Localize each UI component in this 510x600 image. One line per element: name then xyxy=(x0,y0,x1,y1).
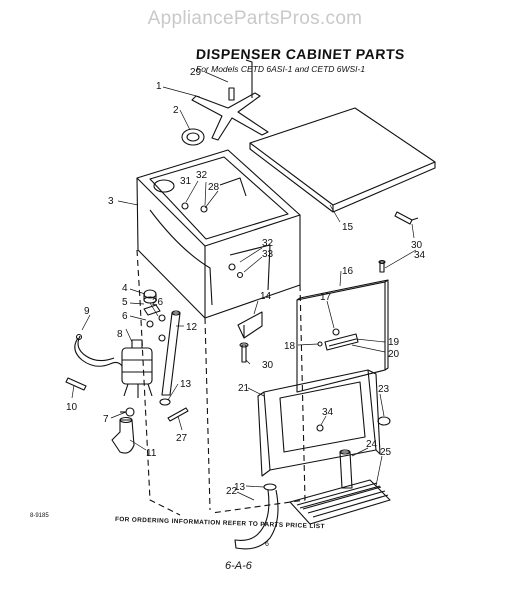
callout-3: 3 xyxy=(108,196,114,207)
callout-8: 8 xyxy=(117,329,123,340)
part-ring xyxy=(181,128,205,146)
callout-20: 20 xyxy=(388,349,400,360)
leader-lines xyxy=(71,71,417,501)
callout-9: 9 xyxy=(84,306,90,317)
callout-16: 16 xyxy=(342,266,354,277)
part-fittings-stack xyxy=(143,289,161,328)
part-screw-middle xyxy=(239,342,249,363)
part-o-ring-lower xyxy=(263,483,277,491)
callout-2: 2 xyxy=(173,105,179,116)
part-panel-hardware xyxy=(317,328,359,351)
callout-15: 15 xyxy=(342,222,354,233)
handwritten-page-ref: 6-A-6 xyxy=(225,560,252,572)
part-drain-spout xyxy=(339,449,353,489)
callout-33: 33 xyxy=(262,249,274,260)
callout-13b: 13 xyxy=(234,482,246,493)
callout-10: 10 xyxy=(66,402,78,413)
callout-12: 12 xyxy=(186,322,198,333)
callout-26: 26 xyxy=(152,297,164,308)
callout-27: 27 xyxy=(176,433,188,444)
callout-1: 1 xyxy=(156,81,162,92)
callout-31: 31 xyxy=(180,176,192,187)
part-screw-top xyxy=(394,211,419,225)
part-screw-34-top xyxy=(378,259,386,273)
callout-25: 25 xyxy=(380,447,392,458)
part-pin xyxy=(65,377,87,391)
part-fitting xyxy=(120,407,135,417)
part-wire-harness xyxy=(74,333,123,367)
diagram-subtitle: For Models CETD 6ASI-1 and CETD 6WSI-1 xyxy=(196,64,366,74)
callout-30b: 30 xyxy=(262,360,274,371)
part-tube xyxy=(161,310,181,396)
callout-17: 17 xyxy=(320,292,332,303)
part-bracket xyxy=(237,311,263,339)
part-elbow xyxy=(111,416,135,454)
callout-23: 23 xyxy=(378,384,390,395)
callout-30: 30 xyxy=(411,240,423,251)
callout-14: 14 xyxy=(260,291,272,302)
part-o-ring-upper xyxy=(159,398,171,406)
part-lower-housing xyxy=(257,369,381,477)
part-washer xyxy=(158,314,166,342)
callout-18: 18 xyxy=(284,341,296,352)
callout-5: 5 xyxy=(122,297,128,308)
part-cross-bracket xyxy=(191,59,269,141)
part-main-cabinet xyxy=(136,149,301,319)
callout-6: 6 xyxy=(122,311,128,322)
part-front-panel xyxy=(296,279,389,393)
part-hose xyxy=(234,489,279,550)
page-number: 6 xyxy=(265,541,269,548)
drawing-code: 8-9185 xyxy=(30,513,49,519)
callout-21: 21 xyxy=(238,383,250,394)
callout-13: 13 xyxy=(180,379,192,390)
callout-29: 29 xyxy=(190,67,202,78)
part-top-panel xyxy=(249,107,436,213)
callout-22: 22 xyxy=(226,486,238,497)
callout-32b: 32 xyxy=(262,238,274,249)
part-grille xyxy=(289,479,391,525)
part-screw-27 xyxy=(167,407,189,422)
watermark: AppliancePartsPros.com xyxy=(147,8,363,29)
part-screw-34-inner xyxy=(316,424,324,432)
part-motor xyxy=(121,339,153,398)
dispenser-outline-dashed xyxy=(136,249,306,516)
callout-34: 34 xyxy=(414,250,426,261)
part-o-ring-right xyxy=(377,416,391,426)
callout-4: 4 xyxy=(122,283,128,294)
callout-19: 19 xyxy=(388,337,400,348)
callout-labels: 29 1 2 3 31 32 28 32 33 4 5 26 6 9 8 12 … xyxy=(66,67,426,497)
callout-7: 7 xyxy=(103,414,109,425)
callout-34b: 34 xyxy=(322,407,334,418)
callout-11: 11 xyxy=(146,448,157,459)
callout-28: 28 xyxy=(208,182,220,193)
callout-32: 32 xyxy=(196,170,208,181)
callout-24: 24 xyxy=(366,439,378,450)
